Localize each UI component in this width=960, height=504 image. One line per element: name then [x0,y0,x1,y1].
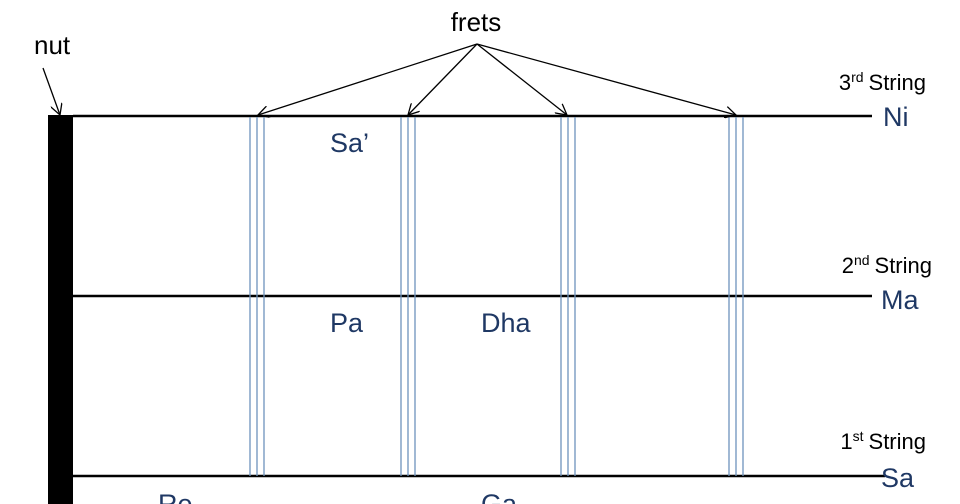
fret-3 [560,117,576,476]
fret-4 [728,117,744,476]
string-1-open-note: Sa [881,463,915,493]
nut-bar [48,115,73,504]
fret-1 [249,117,265,476]
note-dha: Dha [481,308,532,338]
frets-arrow-3 [476,43,567,115]
frets-arrow-4 [476,43,736,115]
frets-arrow-1 [258,43,478,115]
frets-label: frets [451,7,502,37]
nut-arrow [42,67,60,115]
string-3-open-note: Ni [883,102,909,132]
string-2-open-note: Ma [881,285,919,315]
fret-2 [400,117,416,476]
nut-label: nut [34,30,71,60]
note-re: Re [158,489,193,504]
note-ga: Ga [481,489,518,504]
frets-arrow-2 [408,43,478,115]
note-pa: Pa [330,308,364,338]
note-sa-upper: Sa’ [330,128,369,158]
